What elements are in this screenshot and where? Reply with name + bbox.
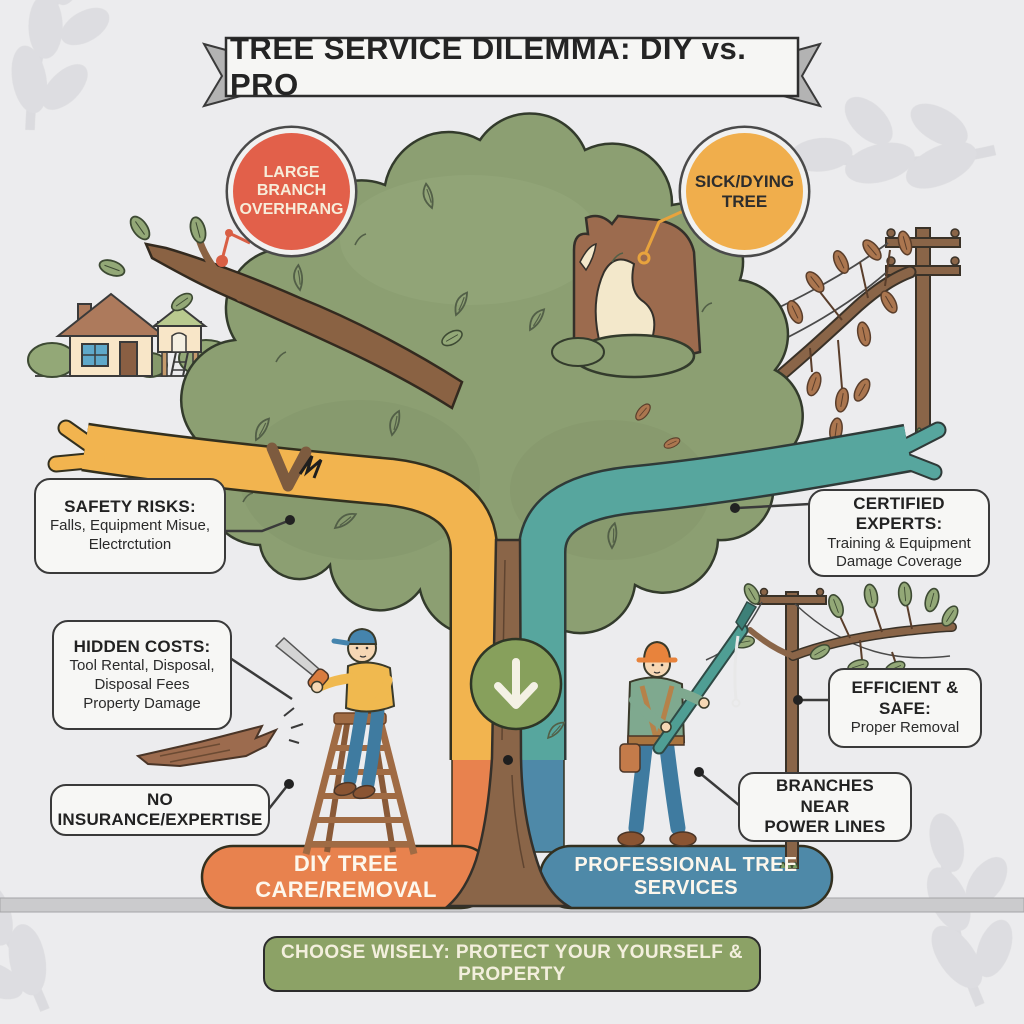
pole-saw [652,600,758,755]
connector-lines [216,206,830,811]
dead-branch [749,229,917,444]
info-box-heading: EFFICIENT & SAFE: [851,678,959,718]
info-box-heading: SAFETY RISKS: [64,497,196,517]
info-box-body: Tool Rental, Disposal, Disposal Fees Pro… [69,657,215,712]
hard-hat [642,640,672,660]
info-box-heading: HIDDEN COSTS: [73,636,211,656]
diy-branch-yellow [47,419,499,760]
info-box-heading: CERTIFIED EXPERTS: [853,493,945,534]
info-box-heading: NO INSURANCE/EXPERTISE [57,789,263,829]
branch-stub [266,442,312,492]
info-box-body: Falls, Equipment Misue, Electrctution [49,517,211,554]
impact-marks [283,707,304,744]
cap [346,627,378,645]
grass-tuft [779,861,799,871]
tool-pouch [619,743,641,773]
down-arrow-icon [469,637,563,731]
pro-person [617,600,758,847]
house-door [119,341,138,377]
info-box-certified-experts: CERTIFIED EXPERTS: Training & Equipment … [808,489,990,577]
title-ribbon [201,36,823,108]
info-box-heading: BRANCHES NEAR POWER LINES [764,776,886,837]
footer-banner: CHOOSE WISELY: PROTECT YOUR YOURSELF & P… [263,936,761,992]
info-box-body: Proper Removal [850,719,960,737]
info-box-branches-near-power-lines: BRANCHES NEAR POWER LINES [738,772,912,842]
diy-person [274,627,396,800]
diy-banner-label: DIY TREE CARE/REMOVAL [255,851,437,902]
info-box-no-insurance: NO INSURANCE/EXPERTISE [50,784,270,836]
page-title: TREE SERVICE DILEMMA: DIY vs. PRO [230,31,747,102]
fallen-log [135,707,304,768]
callout-large-branch-overhang: LARGE BRANCH OVERHRANG [233,133,350,250]
branch-crack [298,455,323,479]
info-box-safety-risks: SAFETY RISKS: Falls, Equipment Misue, El… [34,478,226,574]
callout-sick-dying-tree: SICK/DYING TREE [686,133,803,250]
pro-branch-teal [517,421,947,760]
pro-banner-label: PROFESSIONAL TREE SERVICES [574,854,798,899]
damaged-bark [551,214,702,379]
info-box-body: Training & Equipment Damage Coverage [827,534,971,571]
info-box-efficient-safe: EFFICIENT & SAFE: Proper Removal [828,668,982,748]
info-box-hidden-costs: HIDDEN COSTS: Tool Rental, Disposal, Dis… [52,620,232,730]
overhanging-branch [96,212,466,410]
